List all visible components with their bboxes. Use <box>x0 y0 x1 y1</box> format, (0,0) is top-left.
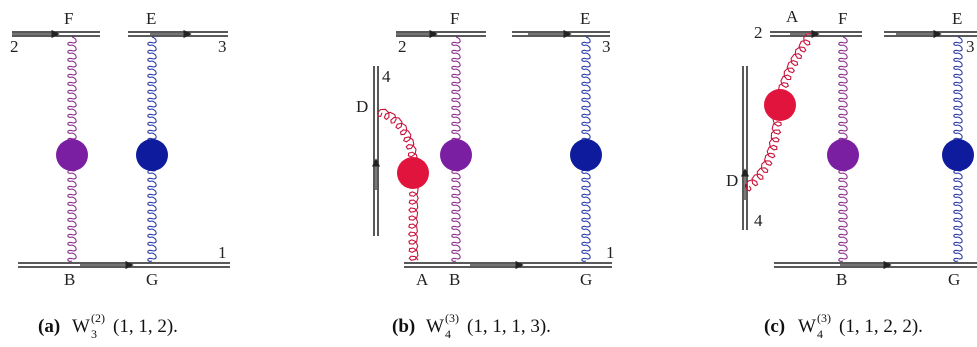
label-b-G: G <box>580 270 592 289</box>
caption-b: (b) W (3) 4 (1, 1, 1, 3). <box>392 311 551 341</box>
label-c-3: 3 <box>966 37 975 56</box>
caption-c: (c) W (3) 4 (1, 1, 2, 2). <box>764 311 923 341</box>
label-c-G: G <box>948 270 960 289</box>
label-b-D: D <box>356 97 368 116</box>
wilson-line-top-left <box>396 29 486 39</box>
label-c-E: E <box>952 9 962 28</box>
caption-a-sup: (2) <box>91 311 105 325</box>
blob-purple-c <box>827 139 859 171</box>
caption-c-base: W <box>798 316 816 337</box>
wilson-line-bottom <box>18 260 230 270</box>
wilson-line-top-right <box>884 29 977 39</box>
caption-a-letter: (a) <box>38 316 60 337</box>
label-a-3: 3 <box>218 37 227 56</box>
label-c-4: 4 <box>754 211 763 230</box>
wilson-line-top-left <box>12 29 100 39</box>
caption-c-sub: 4 <box>817 327 823 341</box>
label-a-1: 1 <box>218 243 227 262</box>
blob-purple-a <box>56 139 88 171</box>
caption-c-sup: (3) <box>817 311 831 325</box>
caption-a: (a) W (2) 3 (1, 1, 2). <box>38 311 178 341</box>
wilson-line-top-right <box>128 29 228 39</box>
wilson-line-top-left <box>770 29 862 39</box>
blob-red-b <box>397 157 429 189</box>
wilson-line-top-right <box>512 29 610 39</box>
panel-b: F E 2 3 4 D 1 A B G (b) W (3) 4 (1, 1, 1… <box>356 9 615 341</box>
label-b-3: 3 <box>602 37 611 56</box>
label-c-D: D <box>726 171 738 190</box>
wilson-line-vertical <box>740 66 750 230</box>
blob-blue-a <box>136 139 168 171</box>
caption-a-sub: 3 <box>91 327 97 341</box>
wilson-line-bottom <box>404 260 612 270</box>
label-a-G: G <box>146 270 158 289</box>
label-c-2: 2 <box>754 23 763 42</box>
blob-red-c <box>764 89 796 121</box>
label-b-A: A <box>416 270 429 289</box>
wilson-line-bottom <box>774 260 977 270</box>
label-a-B: B <box>64 270 75 289</box>
label-a-E: E <box>146 9 156 28</box>
label-b-E: E <box>580 9 590 28</box>
panel-c: 2 A F E 3 D 4 B G (c) W (3) 4 (1, 1, 2, … <box>726 7 977 341</box>
label-b-2: 2 <box>398 37 407 56</box>
label-b-1: 1 <box>606 243 615 262</box>
caption-b-letter: (b) <box>392 316 415 337</box>
caption-a-base: W <box>72 316 90 337</box>
caption-c-args: (1, 1, 2, 2). <box>839 316 923 337</box>
label-b-4: 4 <box>382 67 391 86</box>
caption-a-args: (1, 1, 2). <box>113 316 178 337</box>
caption-b-sub: 4 <box>445 327 451 341</box>
blob-purple-b <box>440 139 472 171</box>
label-c-A: A <box>786 7 799 26</box>
label-b-B: B <box>449 270 460 289</box>
caption-c-letter: (c) <box>764 316 785 337</box>
label-c-F: F <box>838 9 847 28</box>
blob-blue-c <box>942 139 974 171</box>
blob-blue-b <box>570 139 602 171</box>
panel-a: F E 2 3 1 B G (a) W (2) 3 (1, 1, 2). <box>10 9 230 341</box>
label-a-F: F <box>64 9 73 28</box>
caption-b-sup: (3) <box>445 311 459 325</box>
label-b-F: F <box>450 9 459 28</box>
label-c-B: B <box>836 270 847 289</box>
caption-b-args: (1, 1, 1, 3). <box>467 316 551 337</box>
label-a-2: 2 <box>10 37 19 56</box>
wilson-line-vertical <box>371 66 381 236</box>
caption-b-base: W <box>426 316 444 337</box>
